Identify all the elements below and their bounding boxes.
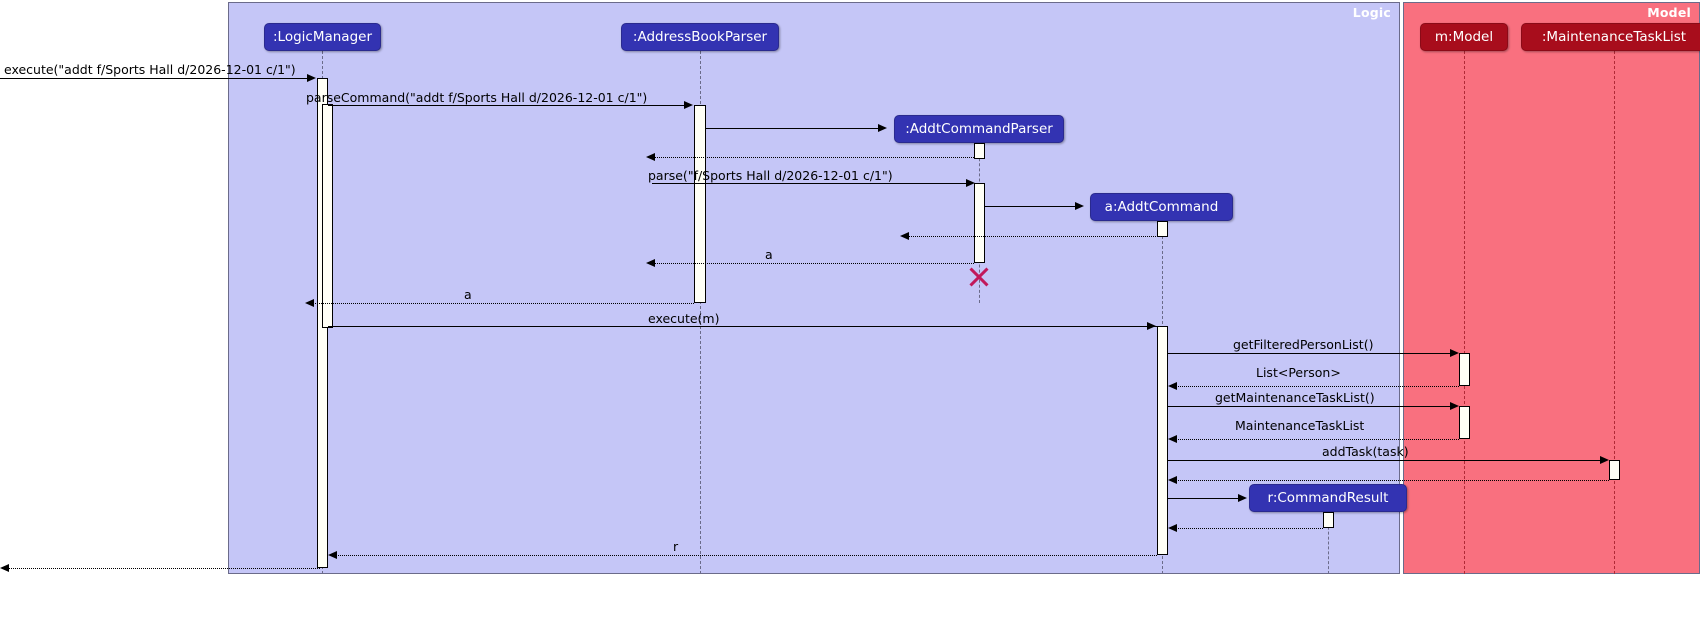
participant-addtcommandparser-label: :AddtCommandParser — [905, 121, 1053, 137]
package-logic: Logic — [228, 2, 1400, 574]
message-m07-arrowhead — [900, 231, 909, 240]
message-m20-line — [8, 568, 320, 569]
message-m07-line — [906, 236, 1158, 237]
message-m13-label: getMaintenanceTaskList() — [1215, 390, 1375, 405]
message-m02-line — [328, 105, 686, 106]
participant-model[interactable]: m:Model — [1420, 23, 1508, 51]
activation-addtcommandparser-create — [974, 143, 985, 159]
message-m01-arrowhead — [307, 73, 316, 82]
message-m14-label: MaintenanceTaskList — [1235, 418, 1365, 433]
message-m05-line — [652, 183, 970, 184]
participant-addtcommandparser[interactable]: :AddtCommandParser — [894, 115, 1064, 143]
message-m19-label: r — [673, 539, 679, 554]
lifeline-maintenancetasklist — [1614, 51, 1615, 574]
message-m20-arrowhead — [0, 563, 9, 572]
message-m13-line — [1168, 406, 1455, 407]
message-m14-arrowhead — [1168, 434, 1177, 443]
participant-addtcommand[interactable]: a:AddtCommand — [1090, 193, 1233, 221]
activation-addtcommandparser-parse — [974, 183, 985, 263]
lifeline-commandresult — [1328, 512, 1329, 574]
message-m10-arrowhead — [1147, 321, 1156, 330]
message-m02-label: parseCommand("addt f/Sports Hall d/2026-… — [306, 90, 648, 105]
participant-addressbookparser[interactable]: :AddressBookParser — [621, 23, 779, 51]
message-m12-label: List<Person> — [1256, 365, 1341, 380]
message-m17-arrowhead — [1238, 493, 1247, 502]
message-m09-label: a — [464, 287, 472, 302]
participant-commandresult-label: r:CommandResult — [1267, 490, 1389, 506]
activation-addressbookparser — [694, 105, 706, 303]
participant-addtcommand-label: a:AddtCommand — [1104, 199, 1219, 215]
message-m03-arrowhead — [878, 123, 887, 132]
message-m08-label: a — [765, 247, 773, 262]
lifeline-model — [1464, 51, 1465, 574]
message-m11-arrowhead — [1450, 348, 1459, 357]
message-m04-arrowhead — [646, 152, 655, 161]
message-m12-line — [1174, 386, 1459, 387]
message-m15-line — [1168, 460, 1605, 461]
destroy-marker-addtcommandparser — [967, 265, 991, 289]
message-m08-line — [652, 263, 974, 264]
message-m11-line — [1168, 353, 1455, 354]
message-m12-arrowhead — [1168, 381, 1177, 390]
message-m02-arrowhead — [684, 100, 693, 109]
message-m05-label: parse("f/Sports Hall d/2026-12-01 c/1") — [648, 168, 893, 183]
message-m18-line — [1174, 528, 1323, 529]
participant-commandresult[interactable]: r:CommandResult — [1249, 484, 1407, 512]
message-m04-line — [652, 157, 974, 158]
activation-model-getmaintenancetasklist — [1459, 406, 1470, 439]
activation-addtcommand-execute — [1157, 326, 1168, 555]
activation-model-getfilteredpersonlist — [1459, 353, 1470, 386]
activation-logicmanager-inner — [322, 104, 333, 328]
participant-maintenancetasklist-label: :MaintenanceTaskList — [1541, 29, 1687, 45]
message-m08-arrowhead — [646, 258, 655, 267]
participant-logicmanager-label: :LogicManager — [273, 29, 373, 45]
message-m15-arrowhead — [1600, 455, 1609, 464]
activation-maintenancetasklist-addtask — [1609, 460, 1620, 480]
message-m14-line — [1174, 439, 1459, 440]
message-m09-arrowhead — [305, 298, 314, 307]
participant-logicmanager[interactable]: :LogicManager — [264, 23, 381, 51]
message-m09-line — [311, 303, 694, 304]
message-m11-label: getFilteredPersonList() — [1233, 337, 1374, 352]
package-logic-title: Logic — [1352, 5, 1391, 20]
participant-model-label: m:Model — [1434, 29, 1494, 45]
message-m06-arrowhead — [1075, 201, 1084, 210]
message-m15-label: addTask(task) — [1322, 444, 1409, 459]
message-m01-label: execute("addt f/Sports Hall d/2026-12-01… — [4, 62, 296, 77]
activation-addtcommand-create — [1157, 221, 1168, 237]
message-m16-arrowhead — [1168, 475, 1177, 484]
message-m10-line — [328, 326, 1161, 327]
lifeline-addressbookparser — [700, 51, 701, 574]
message-m06-line — [985, 206, 1077, 207]
message-m03-line — [706, 128, 880, 129]
message-m05-arrowhead — [966, 178, 975, 187]
activation-commandresult-create — [1323, 512, 1334, 528]
message-m16-line — [1174, 480, 1609, 481]
package-model: Model — [1403, 2, 1700, 574]
message-m10-label: execute(m) — [648, 311, 720, 326]
message-m19-arrowhead — [328, 550, 337, 559]
message-m19-line — [334, 555, 1157, 556]
package-model-title: Model — [1647, 5, 1691, 20]
message-m18-arrowhead — [1168, 523, 1177, 532]
participant-addressbookparser-label: :AddressBookParser — [632, 29, 768, 45]
message-m13-arrowhead — [1450, 401, 1459, 410]
participant-maintenancetasklist[interactable]: :MaintenanceTaskList — [1521, 23, 1700, 51]
message-m17-line — [1168, 498, 1240, 499]
message-m01-line — [0, 78, 309, 79]
